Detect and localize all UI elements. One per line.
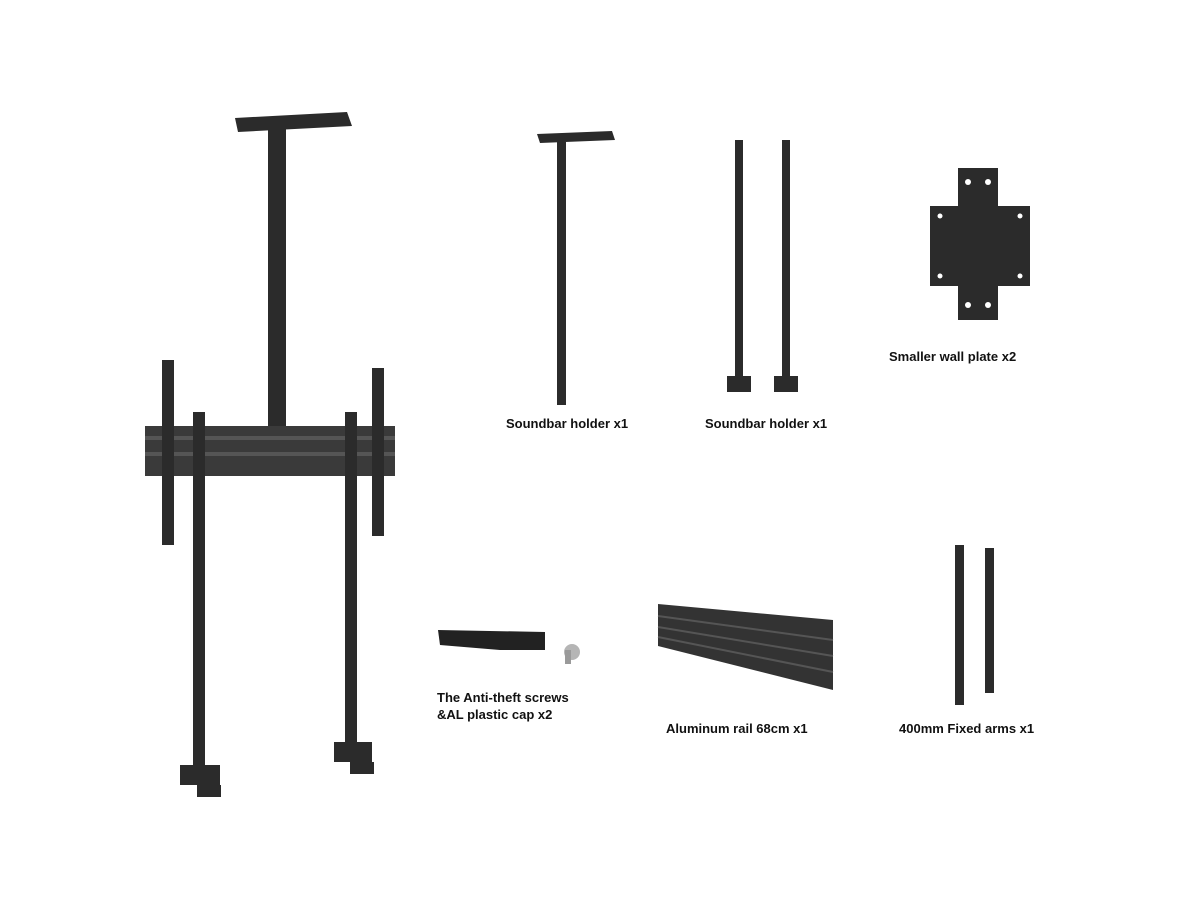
soundbar-holder-pair [727,140,798,392]
wall-plate [930,168,1030,320]
fixed-arms [955,545,994,705]
assembled-floor-stand [145,112,395,797]
aluminum-rail [657,604,834,690]
soundbar-holder-pair-label: Soundbar holder x1 [705,416,828,431]
plastic-cap-and-screw [438,630,580,664]
wall-plate-label: Smaller wall plate x2 [889,349,1017,364]
rail-label: Aluminum rail 68cm x1 [666,721,808,736]
anti-theft-label-line1: The Anti-theft screws [437,690,569,705]
soundbar-holder-single [537,131,615,405]
anti-theft-label-line2: &AL plastic cap x2 [437,707,553,722]
soundbar-holder-label: Soundbar holder x1 [506,416,629,431]
fixed-arms-label: 400mm Fixed arms x1 [899,721,1035,736]
